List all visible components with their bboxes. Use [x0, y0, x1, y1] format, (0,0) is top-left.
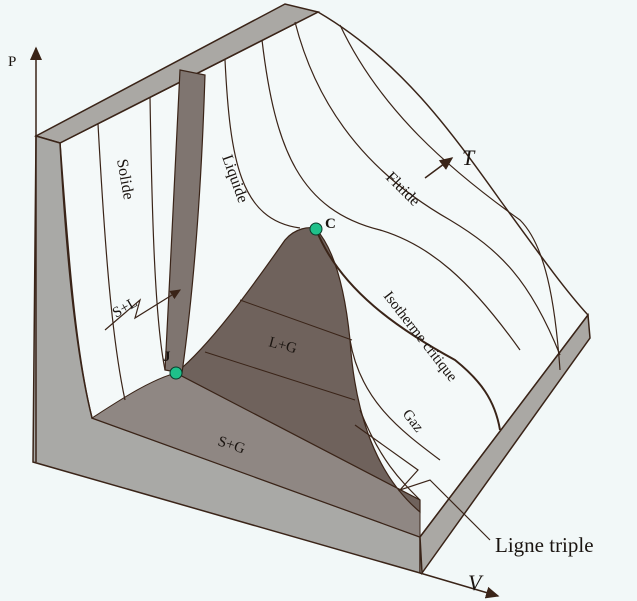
triple-point-marker	[169, 366, 183, 380]
sl-pointer	[104, 289, 182, 331]
triple-line-label: Ligne triple	[495, 533, 594, 557]
solid-label: Solide	[113, 158, 137, 201]
right-slab	[419, 312, 591, 576]
gas-pointer	[354, 424, 491, 541]
v-axis	[419, 572, 500, 599]
isotherms	[97, 21, 561, 501]
triple-point-label: J	[163, 349, 171, 365]
t-arrow	[424, 157, 454, 179]
lg-label: L+G	[267, 334, 299, 357]
p-label: P	[8, 54, 16, 70]
t-label: T	[462, 145, 476, 170]
critical-point-label: C	[325, 216, 336, 232]
critical-point-marker	[309, 222, 323, 236]
liquid-gas-dome	[174, 227, 421, 514]
v-label: V	[468, 570, 484, 595]
